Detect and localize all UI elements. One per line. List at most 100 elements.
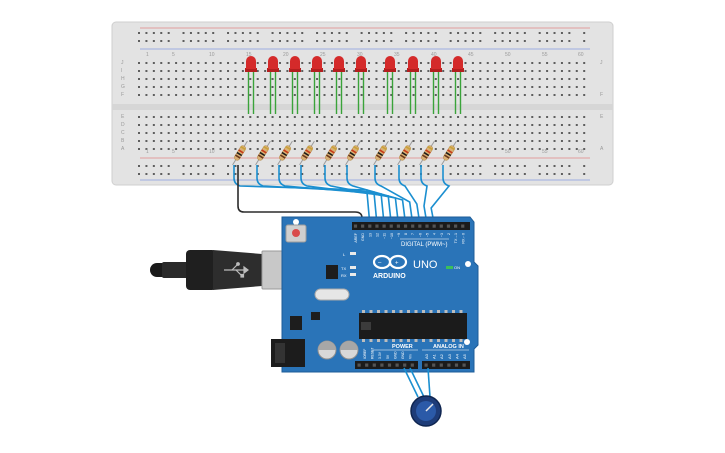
breadboard-hole	[427, 94, 430, 96]
breadboard-hole	[501, 140, 504, 142]
header-pin[interactable]	[365, 363, 369, 367]
header-pin[interactable]	[353, 224, 358, 228]
breadboard-hole	[575, 62, 578, 64]
header-pin[interactable]	[395, 363, 399, 367]
col-num: 15	[246, 52, 252, 58]
header-pin[interactable]	[411, 224, 415, 228]
resistor[interactable]	[253, 140, 273, 167]
breadboard-hole	[516, 62, 519, 64]
header-pin[interactable]	[403, 363, 407, 367]
breadboard-hole	[345, 62, 348, 64]
header-pin[interactable]	[439, 224, 443, 228]
chip-pin	[399, 310, 403, 313]
header-pin[interactable]	[425, 224, 429, 228]
header-pin[interactable]	[396, 224, 400, 228]
led-bulb[interactable]	[453, 56, 463, 69]
pin-label: ~11	[383, 233, 387, 239]
header-pin[interactable]	[368, 224, 372, 228]
header-pin[interactable]	[410, 363, 414, 367]
reset-button-cap[interactable]	[292, 229, 300, 237]
resistor-array[interactable]	[230, 140, 459, 167]
led-bulb[interactable]	[431, 56, 441, 69]
breadboard-hole	[479, 62, 482, 64]
breadboard-hole	[353, 86, 356, 88]
header-pin[interactable]	[372, 363, 376, 367]
led-bulb[interactable]	[268, 56, 278, 69]
resistor[interactable]	[439, 140, 459, 167]
breadboard-hole	[405, 124, 408, 126]
header-pin[interactable]	[454, 224, 458, 228]
col-num: 10	[209, 149, 215, 155]
resistor[interactable]	[321, 140, 341, 167]
breadboard-hole	[486, 94, 489, 96]
breadboard-hole	[167, 132, 170, 134]
breadboard-hole	[330, 173, 333, 175]
rx-led	[350, 273, 356, 276]
breadboard-hole	[560, 116, 563, 118]
resistor[interactable]	[275, 140, 295, 167]
led-bulb[interactable]	[334, 56, 344, 69]
col-num: 40	[431, 52, 437, 58]
breadboard-hole	[204, 148, 207, 150]
breadboard-hole	[546, 132, 549, 134]
resistor[interactable]	[395, 140, 415, 167]
breadboard-hole	[501, 62, 504, 64]
potentiometer[interactable]	[403, 367, 442, 427]
breadboard-hole	[152, 124, 155, 126]
header-pin[interactable]	[375, 224, 379, 228]
led-bulb[interactable]	[385, 56, 395, 69]
resistor[interactable]	[371, 140, 391, 167]
breadboard-hole	[219, 78, 222, 80]
header-pin[interactable]	[380, 363, 384, 367]
header-pin[interactable]	[432, 363, 436, 367]
header-pin[interactable]	[439, 363, 443, 367]
breadboard-hole	[531, 124, 534, 126]
breadboard-hole	[382, 173, 385, 175]
breadboard-hole	[583, 165, 586, 167]
usb-cable[interactable]	[150, 250, 291, 290]
breadboard-hole	[449, 70, 452, 72]
breadboard-hole	[568, 86, 571, 88]
header-pin[interactable]	[447, 363, 451, 367]
resistor[interactable]	[343, 140, 363, 167]
header-pin[interactable]	[389, 224, 393, 228]
resistor-band	[449, 145, 455, 151]
resistor[interactable]	[417, 140, 437, 167]
led-bulb[interactable]	[356, 56, 366, 69]
resistor[interactable]	[230, 140, 250, 167]
header-pin[interactable]	[432, 224, 436, 228]
resistor[interactable]	[297, 140, 317, 167]
header-pin[interactable]	[446, 224, 451, 228]
breadboard-hole	[419, 32, 422, 34]
header-pin[interactable]	[461, 224, 465, 228]
breadboard-hole	[583, 40, 586, 42]
header-pin[interactable]	[387, 363, 392, 367]
led-bulb[interactable]	[290, 56, 300, 69]
header-pin[interactable]	[357, 363, 361, 367]
header-pin[interactable]	[462, 363, 466, 367]
header-pin[interactable]	[454, 363, 459, 367]
header-pin[interactable]	[418, 224, 422, 228]
col-num: 10	[209, 52, 215, 58]
header-pin[interactable]	[424, 363, 428, 367]
breadboard-hole	[234, 70, 237, 72]
dc-jack-inner	[275, 343, 285, 363]
breadboard-hole	[583, 94, 586, 96]
breadboard-hole	[523, 148, 526, 150]
led-bulb[interactable]	[408, 56, 418, 69]
led-bulb[interactable]	[246, 56, 256, 69]
led-bulb[interactable]	[312, 56, 322, 69]
breadboard-hole	[212, 78, 215, 80]
header-pin[interactable]	[403, 224, 408, 228]
breadboard-hole	[212, 40, 215, 42]
header-pin[interactable]	[361, 224, 365, 228]
breadboard-hole	[486, 70, 489, 72]
header-pin[interactable]	[382, 224, 386, 228]
breadboard-hole	[501, 40, 504, 42]
chip-pin	[452, 339, 455, 342]
led-array[interactable]	[245, 56, 464, 114]
breadboard-hole	[449, 62, 452, 64]
resistor-band	[301, 154, 308, 159]
breadboard-hole	[546, 173, 549, 175]
